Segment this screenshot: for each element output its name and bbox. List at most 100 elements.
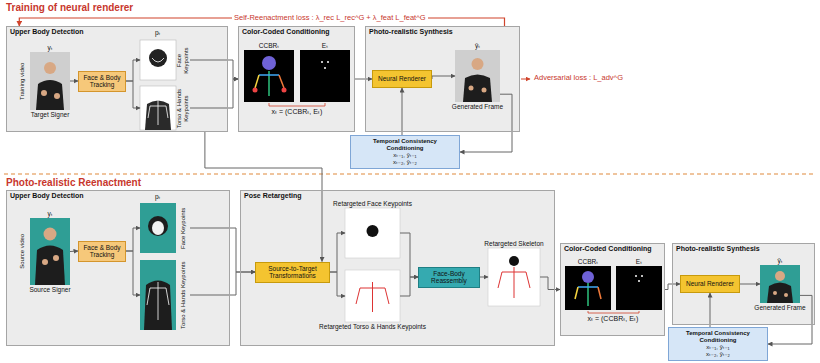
process-box: Neural Renderer bbox=[680, 275, 740, 293]
process-box: Temporal Consistency Conditioningxₜ₋₁, ŷ… bbox=[668, 327, 768, 361]
eye-dot bbox=[638, 280, 640, 282]
photo-frame bbox=[760, 265, 800, 303]
face-silhouette bbox=[148, 216, 168, 236]
keypoint-frame bbox=[345, 208, 400, 258]
loss-label: Adversarial loss : L_adv^G bbox=[534, 74, 623, 83]
connector-arrow bbox=[740, 284, 760, 285]
signer-head bbox=[44, 228, 57, 241]
image-caption: Retargeted Torso & Hands Keypoints bbox=[319, 323, 426, 330]
box-label: Temporal Consistency Conditioning bbox=[354, 138, 456, 152]
panel-fill bbox=[6, 190, 230, 346]
stage-panel: Pose RetargetingSource-to-Target Transfo… bbox=[240, 190, 555, 346]
signer-hand bbox=[784, 293, 788, 297]
keypoint-frame bbox=[140, 40, 176, 80]
ccbr-hand bbox=[282, 88, 287, 93]
connector-arrow bbox=[480, 277, 488, 278]
image-tile: yₜTarget Signer bbox=[30, 52, 70, 110]
eye-map-frame bbox=[616, 266, 662, 310]
connector-arrow bbox=[190, 272, 255, 295]
image-caption: Generated Frame bbox=[452, 103, 503, 110]
panel-fill bbox=[240, 190, 555, 346]
side-label: Torso & Hands Keypoints bbox=[176, 86, 189, 130]
process-box: Face & Body Tracking bbox=[78, 71, 126, 92]
eye-dot bbox=[641, 275, 643, 277]
panel-fill bbox=[672, 243, 815, 325]
connector-arrow bbox=[190, 60, 238, 79]
panel-heading: Color-Coded Conditioning bbox=[242, 28, 329, 36]
ccbr-face bbox=[262, 56, 276, 70]
signer-hand bbox=[41, 90, 47, 96]
image-tile: CCBRₜ bbox=[244, 50, 294, 102]
image-tile: Eₜ bbox=[300, 50, 350, 102]
image-caption: Retargeted Skeleton bbox=[484, 240, 543, 247]
connector-arrow bbox=[402, 88, 403, 135]
torso-skeleton bbox=[148, 100, 168, 125]
box-label: Source-to-Target Transformations bbox=[259, 265, 326, 280]
connector-arrow bbox=[768, 295, 812, 344]
symbol-label: pₜ bbox=[155, 29, 161, 36]
signer-head bbox=[775, 271, 785, 281]
box-label: Face-Body Reassembly bbox=[422, 270, 476, 285]
box-label: Neural Renderer bbox=[686, 280, 734, 287]
section-title: Photo-realistic Reenactment bbox=[6, 177, 141, 189]
stage-panel: Photo-realistic SynthesisNeural Renderer… bbox=[365, 26, 520, 132]
panel-fill bbox=[6, 26, 228, 132]
image-caption: Eₜ bbox=[322, 42, 328, 49]
connector-arrow bbox=[190, 228, 255, 272]
torso-silhouette bbox=[144, 281, 172, 331]
connector-arrow bbox=[126, 81, 140, 108]
panel-fill bbox=[560, 243, 665, 336]
image-tile: Torso & Hands Keypoints bbox=[140, 260, 190, 330]
panel-heading: Pose Retargeting bbox=[244, 192, 302, 200]
signer-head bbox=[472, 58, 484, 70]
process-box: Source-to-Target Transformations bbox=[255, 262, 330, 283]
ccbr-limb bbox=[255, 75, 259, 88]
ccbr-face bbox=[582, 271, 594, 283]
box-label: Face & Body Tracking bbox=[82, 74, 122, 89]
panel-heading: Color-Coded Conditioning bbox=[564, 245, 651, 253]
section-divider bbox=[4, 173, 816, 174]
signer-hand bbox=[482, 88, 487, 93]
panel-fill bbox=[365, 26, 520, 132]
formula: xₜ = (CCBRₜ, Eₜ) bbox=[588, 315, 639, 323]
process-box: Face & Body Tracking bbox=[78, 241, 126, 262]
loss-arrow bbox=[521, 79, 530, 80]
signer-hand bbox=[53, 255, 59, 261]
connector-arrow bbox=[190, 79, 238, 108]
side-label: Face Keypoints bbox=[176, 40, 189, 80]
connector-arrow bbox=[460, 94, 512, 152]
eye-map-frame bbox=[300, 50, 350, 102]
eye-dot bbox=[324, 67, 326, 69]
stage-panel: Upper Body DetectionyₜSource SignerFace … bbox=[6, 190, 230, 346]
bracket bbox=[269, 103, 325, 106]
image-tile: ŷₜGenerated Frame bbox=[455, 50, 500, 102]
connector-arrow bbox=[400, 277, 418, 296]
ccbr-limb bbox=[575, 287, 578, 299]
image-tile: Face Keypoints bbox=[140, 203, 190, 253]
connector-arrow bbox=[710, 293, 711, 327]
face-silhouette bbox=[509, 256, 519, 266]
edge-label: Self-Reenactment loss : λ_rec L_rec^G + … bbox=[232, 14, 428, 23]
image-tile: CCBRₜ bbox=[565, 266, 611, 310]
panel-fill bbox=[238, 26, 355, 132]
image-caption: CCBRₜ bbox=[259, 42, 279, 49]
image-caption: Target Signer bbox=[31, 111, 70, 118]
box-label: Neural Renderer bbox=[378, 75, 426, 82]
connector-arrow bbox=[205, 132, 322, 262]
face-mask bbox=[152, 221, 164, 235]
image-tile: ŷₜGenerated Frame bbox=[760, 265, 800, 303]
symbol-label: pₜ bbox=[155, 193, 161, 200]
keypoint-frame bbox=[140, 203, 176, 253]
signer-hand bbox=[42, 259, 48, 265]
torso-silhouette bbox=[145, 101, 171, 131]
process-box: Face-Body Reassembly bbox=[418, 267, 480, 288]
image-caption: Eₜ bbox=[636, 258, 642, 265]
connector-arrow bbox=[126, 251, 140, 295]
face-keypoints bbox=[152, 58, 164, 62]
keypoint-frame bbox=[345, 270, 400, 322]
connector-arrow bbox=[330, 272, 345, 296]
stage-panel: Photo-realistic SynthesisNeural Renderer… bbox=[672, 243, 815, 325]
eye-dot bbox=[321, 61, 323, 63]
panel-heading: Photo-realistic Synthesis bbox=[676, 245, 760, 253]
